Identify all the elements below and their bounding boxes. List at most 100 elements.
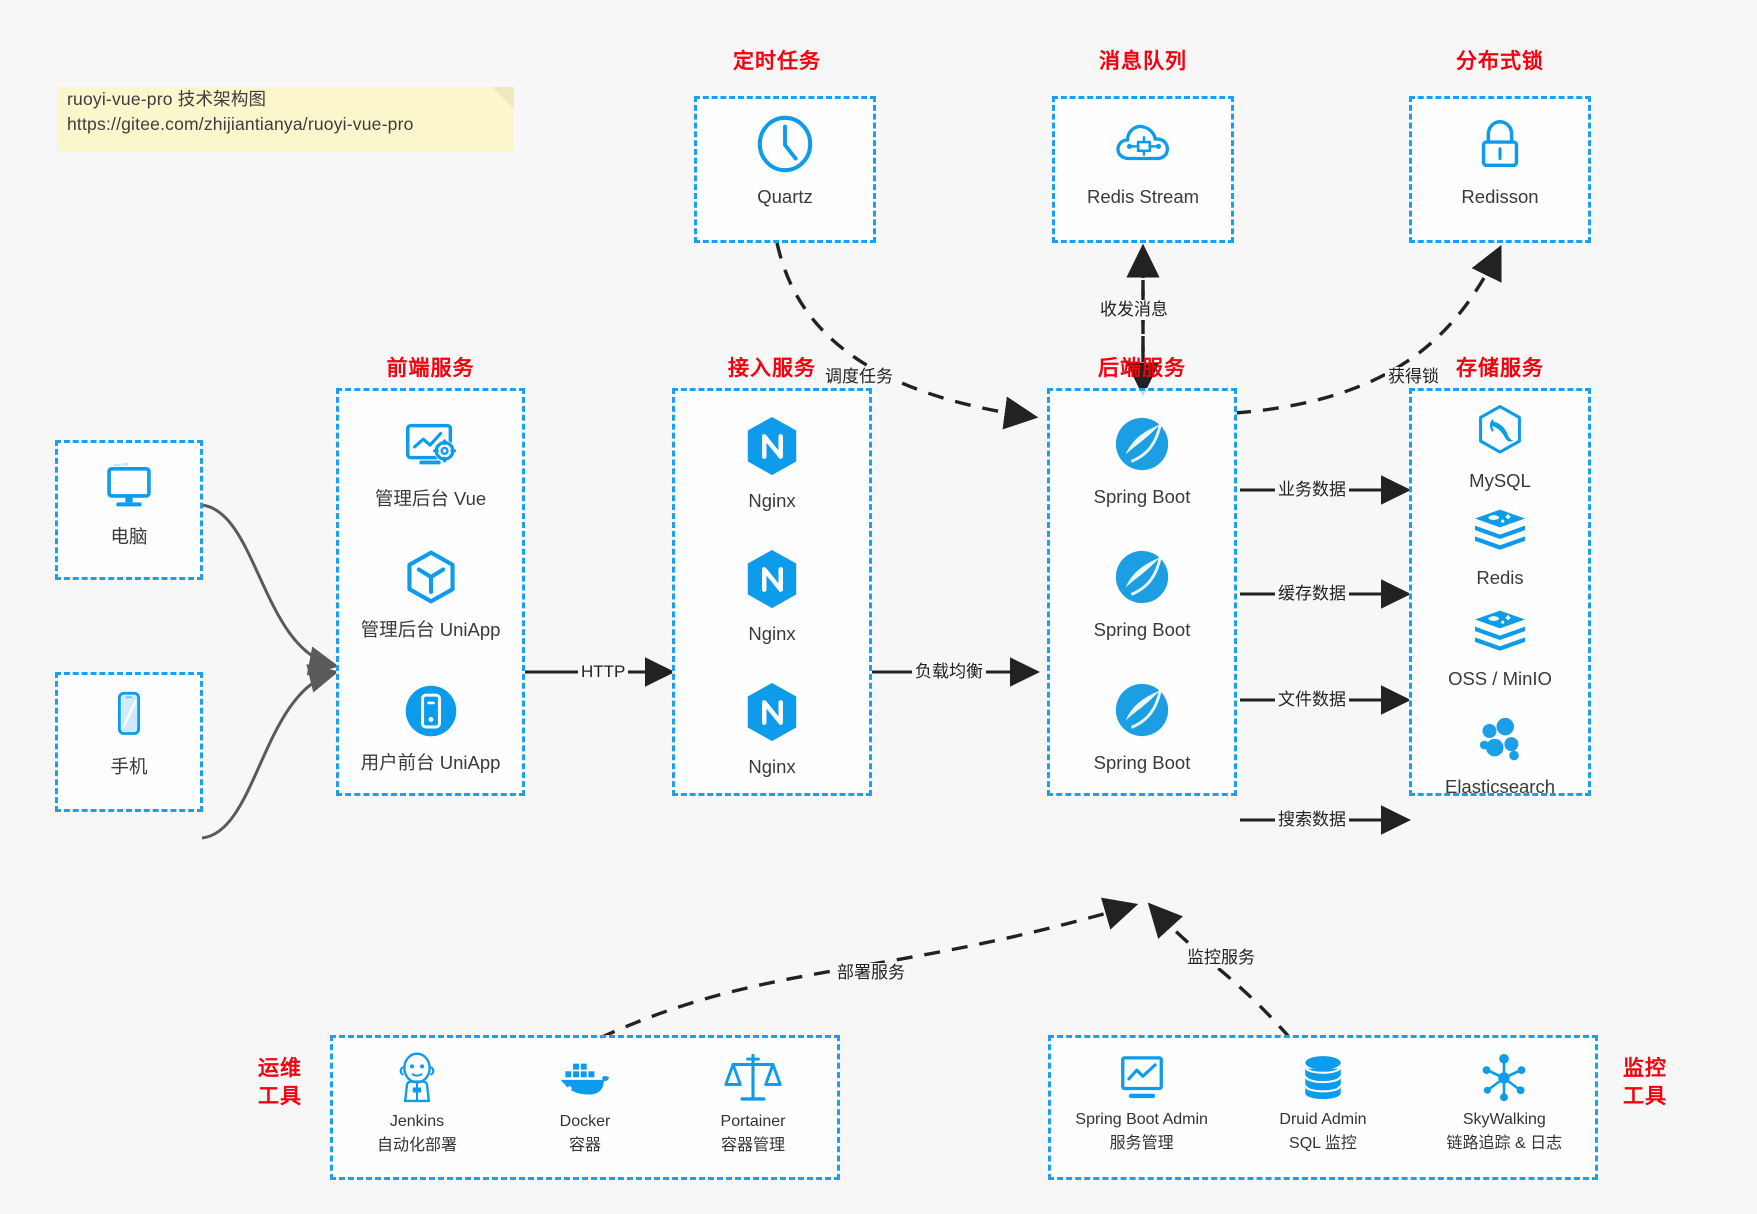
node-label: 用户前台 UniApp bbox=[360, 752, 501, 773]
node-redisson[interactable]: Redisson bbox=[1412, 113, 1588, 209]
edge-label-file-data: 文件数据 bbox=[1275, 690, 1349, 710]
node-oss-minio[interactable]: OSS / MinIO bbox=[1412, 607, 1588, 691]
group-title-gateway: 接入服务 bbox=[728, 357, 816, 380]
mysql-dolphin-icon bbox=[1473, 403, 1527, 459]
node-nginx-2[interactable]: Nginx bbox=[675, 546, 869, 646]
note-title-line: ruoyi-vue-pro 技术架构图 bbox=[67, 89, 267, 109]
edge-label-http: HTTP bbox=[578, 662, 629, 682]
node-spring-boot-1[interactable]: Spring Boot bbox=[1050, 413, 1234, 509]
elasticsearch-icon bbox=[1472, 711, 1528, 765]
node-docker[interactable]: Docker 容器 bbox=[501, 1050, 669, 1155]
edge-label-business-data: 业务数据 bbox=[1275, 480, 1349, 500]
node-admin-vue[interactable]: 管理后台 Vue bbox=[339, 415, 522, 511]
edge-label-load-balance: 负载均衡 bbox=[912, 662, 986, 682]
node-label: 电脑 bbox=[110, 526, 148, 547]
group-box-devops: Jenkins 自动化部署 Docke bbox=[330, 1035, 840, 1180]
clock-icon bbox=[754, 113, 816, 175]
node-nginx-1[interactable]: Nginx bbox=[675, 413, 869, 513]
node-label: Spring Boot bbox=[1093, 619, 1191, 640]
mobile-phone-icon bbox=[101, 687, 157, 745]
edge-label-send-receive-msg: 收发消息 bbox=[1097, 300, 1171, 320]
portainer-scale-icon bbox=[724, 1050, 782, 1108]
spring-boot-icon bbox=[1111, 679, 1173, 741]
node-quartz[interactable]: Quartz bbox=[697, 113, 873, 209]
group-box-monitoring: Spring Boot Admin 服务管理 bbox=[1048, 1035, 1598, 1180]
node-portainer[interactable]: Portainer 容器管理 bbox=[669, 1050, 837, 1155]
group-title-scheduled-task: 定时任务 bbox=[733, 50, 821, 73]
node-redis[interactable]: Redis bbox=[1412, 506, 1588, 590]
node-label: 管理后台 UniApp bbox=[360, 619, 501, 640]
group-title-message-queue: 消息队列 bbox=[1099, 50, 1187, 73]
uniapp-cube-icon bbox=[401, 546, 461, 608]
node-label: Druid Admin bbox=[1279, 1111, 1367, 1128]
devops-title-line-1: 运维 bbox=[258, 1057, 302, 1080]
node-elasticsearch[interactable]: Elasticsearch bbox=[1412, 711, 1588, 799]
node-user-uniapp[interactable]: 用户前台 UniApp bbox=[339, 681, 522, 775]
node-sublabel: 自动化部署 bbox=[376, 1137, 457, 1154]
group-title-storage: 存储服务 bbox=[1456, 357, 1544, 380]
group-box-storage: MySQL Redis bbox=[1409, 388, 1591, 799]
node-spring-boot-admin[interactable]: Spring Boot Admin 服务管理 bbox=[1051, 1050, 1232, 1153]
node-desktop[interactable]: 电脑 bbox=[58, 457, 200, 549]
node-sublabel: 容器管理 bbox=[720, 1137, 785, 1154]
spring-boot-icon bbox=[1111, 413, 1173, 475]
node-label: Spring Boot bbox=[1093, 486, 1191, 507]
group-box-backend: Spring Boot Spring Boot Spring Boot bbox=[1047, 388, 1237, 796]
node-label: MySQL bbox=[1469, 470, 1531, 491]
node-spring-boot-3[interactable]: Spring Boot bbox=[1050, 679, 1234, 775]
node-spring-boot-2[interactable]: Spring Boot bbox=[1050, 546, 1234, 642]
node-sublabel: SQL 监控 bbox=[1289, 1135, 1357, 1152]
edge-label-search-data: 搜索数据 bbox=[1275, 810, 1349, 830]
node-mysql[interactable]: MySQL bbox=[1412, 403, 1588, 493]
nginx-icon bbox=[741, 546, 803, 612]
node-label: Spring Boot bbox=[1093, 752, 1191, 773]
app-circle-icon bbox=[401, 681, 461, 741]
cloud-stream-icon bbox=[1112, 113, 1174, 175]
node-label: Redis Stream bbox=[1086, 186, 1200, 207]
node-mobile[interactable]: 手机 bbox=[58, 687, 200, 779]
diagram-title-note: ruoyi-vue-pro 技术架构图 https://gitee.com/zh… bbox=[57, 87, 514, 151]
monitor-chart-icon bbox=[1114, 1050, 1170, 1106]
node-label: Nginx bbox=[748, 756, 796, 777]
note-fold-corner bbox=[492, 87, 514, 109]
node-label: 手机 bbox=[110, 756, 148, 777]
node-label: Quartz bbox=[757, 186, 813, 207]
node-skywalking[interactable]: SkyWalking 链路追踪 & 日志 bbox=[1414, 1050, 1595, 1153]
node-label: Nginx bbox=[748, 623, 796, 644]
node-admin-uniapp[interactable]: 管理后台 UniApp bbox=[339, 546, 522, 642]
monitoring-title-line-2: 工具 bbox=[1623, 1085, 1667, 1108]
group-title-frontend: 前端服务 bbox=[386, 357, 475, 380]
node-label: Jenkins bbox=[389, 1113, 445, 1130]
node-label: Redisson bbox=[1461, 186, 1539, 207]
nginx-icon bbox=[741, 413, 803, 479]
node-redis-stream[interactable]: Redis Stream bbox=[1055, 113, 1231, 209]
jenkins-butler-icon bbox=[390, 1050, 444, 1108]
node-sublabel: 容器 bbox=[568, 1137, 601, 1154]
group-title-devops: 运维 工具 bbox=[250, 1055, 310, 1111]
node-sublabel: 服务管理 bbox=[1109, 1135, 1174, 1152]
node-druid-admin[interactable]: Druid Admin SQL 监控 bbox=[1232, 1050, 1413, 1153]
group-box-message-queue: Redis Stream bbox=[1052, 96, 1234, 243]
group-box-scheduled-task: Quartz bbox=[694, 96, 876, 243]
group-box-gateway: Nginx Nginx Nginx bbox=[672, 388, 872, 796]
node-jenkins[interactable]: Jenkins 自动化部署 bbox=[333, 1050, 501, 1155]
note-url-line: https://gitee.com/zhijiantianya/ruoyi-vu… bbox=[67, 114, 414, 134]
edge-label-schedule-task: 调度任务 bbox=[822, 367, 896, 387]
group-title-backend: 后端服务 bbox=[1098, 357, 1186, 380]
devops-title-line-2: 工具 bbox=[258, 1085, 302, 1108]
dashboard-gear-icon bbox=[400, 415, 462, 477]
desktop-monitor-icon bbox=[100, 457, 158, 515]
node-nginx-3[interactable]: Nginx bbox=[675, 679, 869, 779]
group-box-frontend: 管理后台 Vue 管理后台 UniApp bbox=[336, 388, 525, 796]
group-title-distributed-lock: 分布式锁 bbox=[1456, 50, 1544, 73]
edge-label-cache-data: 缓存数据 bbox=[1275, 584, 1349, 604]
node-sublabel: 链路追踪 & 日志 bbox=[1446, 1135, 1563, 1152]
skywalking-nodes-icon bbox=[1476, 1050, 1532, 1106]
node-label: Docker bbox=[559, 1113, 611, 1130]
lock-icon bbox=[1469, 113, 1531, 175]
nginx-icon bbox=[741, 679, 803, 745]
node-label: SkyWalking bbox=[1462, 1111, 1546, 1128]
spring-boot-icon bbox=[1111, 546, 1173, 608]
group-box-client-mobile: 手机 bbox=[55, 672, 203, 812]
